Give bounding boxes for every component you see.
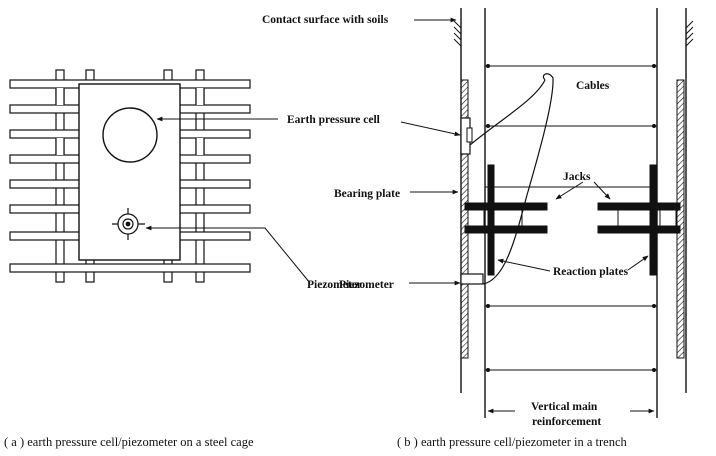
leader-piezometer [145, 225, 311, 284]
label-vertical-main-1: Vertical main [531, 401, 598, 413]
leader-reaction-left [497, 258, 551, 272]
tie-dots [486, 64, 656, 372]
label-bearing-plate: Bearing plate [334, 188, 400, 200]
label-reaction-plates: Reaction plates [553, 266, 629, 278]
cage-vertical-bar [55, 69, 65, 283]
piezometer-symbol [112, 208, 145, 240]
label-piezometer-right: Piezometer [339, 279, 394, 291]
leader-reaction-right [627, 255, 649, 271]
leader-jacks-right [593, 181, 611, 200]
right-jack-assembly [597, 164, 681, 276]
caption-b: ( b ) earth pressure cell/piezometer in … [397, 435, 627, 449]
label-earth-pressure-cell: Earth pressure cell [287, 114, 380, 126]
cables [469, 73, 554, 285]
right-hatched-layer [676, 79, 685, 359]
label-piezometer-left: Piezometer [307, 279, 362, 291]
leader-earth-pressure-cell-right [400, 121, 461, 137]
label-contact-surface: Contact surface with soils [262, 14, 389, 26]
cage-vertical-bar [195, 69, 205, 283]
soil-hatch [453, 20, 694, 47]
caption-a: ( a ) earth pressure cell/piezometer on … [4, 435, 254, 449]
piezometer-wall [460, 273, 484, 285]
label-cables: Cables [576, 80, 610, 92]
leader-jacks-left [555, 181, 584, 200]
horizontal-ties [485, 65, 657, 371]
label-vertical-main-2: reinforcement [532, 416, 601, 428]
cage-horizontal-bar [9, 263, 251, 273]
left-jack-assembly [464, 164, 548, 276]
earth-pressure-cell [102, 107, 158, 163]
label-jacks: Jacks [563, 171, 591, 183]
